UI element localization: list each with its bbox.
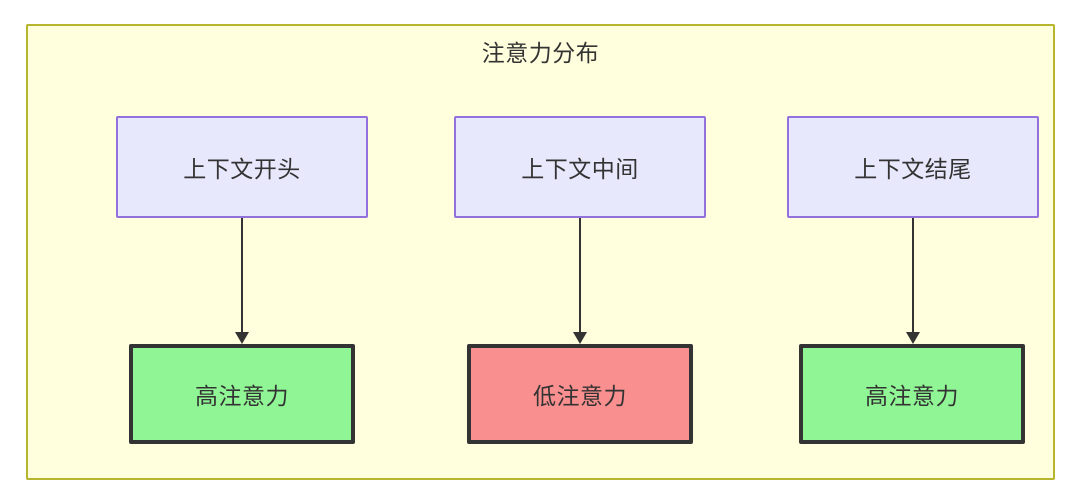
arrow-head-icon bbox=[235, 332, 249, 344]
node-context-end[interactable]: 上下文结尾 bbox=[787, 116, 1039, 218]
node-high-attention-start[interactable]: 高注意力 bbox=[129, 344, 355, 444]
arrow-context-start-to-high-attention bbox=[235, 218, 249, 344]
arrow-head-icon bbox=[906, 332, 920, 344]
node-label: 上下文开头 bbox=[183, 156, 301, 182]
node-label: 上下文结尾 bbox=[854, 156, 972, 182]
arrow-head-icon bbox=[573, 332, 587, 344]
node-label: 高注意力 bbox=[865, 383, 959, 409]
node-low-attention-middle[interactable]: 低注意力 bbox=[467, 344, 693, 444]
node-context-middle[interactable]: 上下文中间 bbox=[454, 116, 706, 218]
node-high-attention-end[interactable]: 高注意力 bbox=[799, 344, 1025, 444]
attention-distribution-group: 注意力分布 上下文开头 上下文中间 上下文结尾 高注意力 低 bbox=[26, 24, 1055, 480]
node-label: 高注意力 bbox=[195, 383, 289, 409]
arrow-context-middle-to-low-attention bbox=[573, 218, 587, 344]
arrow-shaft bbox=[241, 218, 243, 332]
arrow-context-end-to-high-attention bbox=[906, 218, 920, 344]
arrow-shaft bbox=[579, 218, 581, 332]
diagram-title: 注意力分布 bbox=[481, 40, 600, 66]
node-label: 低注意力 bbox=[533, 383, 627, 409]
node-label: 上下文中间 bbox=[521, 156, 639, 182]
arrow-shaft bbox=[912, 218, 914, 332]
node-context-start[interactable]: 上下文开头 bbox=[116, 116, 368, 218]
